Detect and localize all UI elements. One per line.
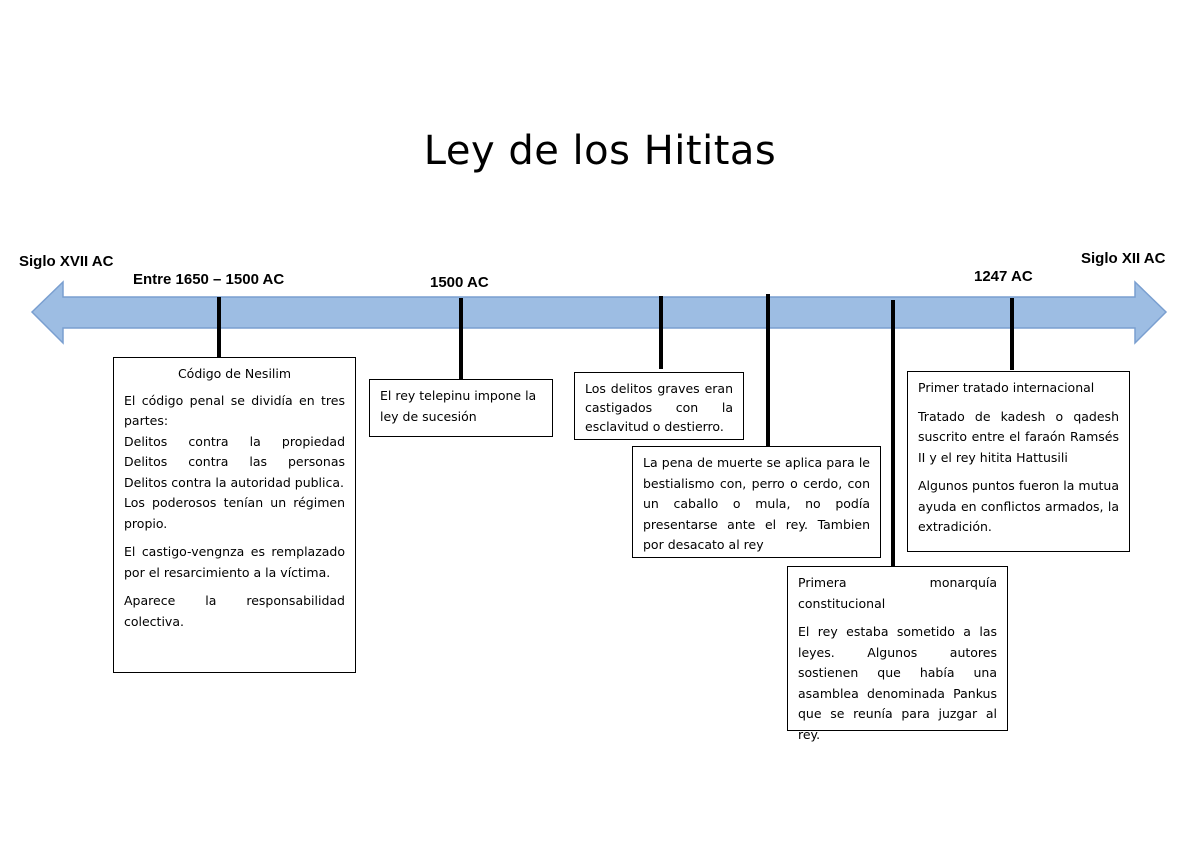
box-text: El rey estaba sometido a las leyes. Algu…: [798, 624, 997, 742]
label-entre-1650-1500: Entre 1650 – 1500 AC: [133, 271, 285, 288]
timeline-tick-delitos: [659, 296, 663, 369]
box-text: El rey telepinu impone la ley de sucesió…: [380, 388, 537, 424]
event-box-monarquia: Primera monarquía constitucional El rey …: [787, 566, 1008, 742]
timeline-tick-monarquia: [891, 300, 895, 566]
event-box-delitos-graves: Los delitos graves eran castigados con l…: [574, 372, 744, 440]
box-paragraph: Algunos puntos fueron la mutua ayuda en …: [918, 478, 1119, 534]
label-siglo-xvii: Siglo XVII AC: [19, 253, 114, 270]
timeline-tick-tratado: [1010, 298, 1014, 370]
event-box-codigo-nesilim: Código de Nesilim El código penal se div…: [113, 357, 356, 673]
box-paragraph: Tratado de kadesh o qadesh suscrito entr…: [918, 408, 1119, 465]
box-heading: Primer tratado internacional: [918, 380, 1095, 395]
list-item: Delitos contra las personas: [124, 454, 345, 469]
timeline-arrow-shape: [30, 280, 1168, 345]
box-heading: Código de Nesilim: [177, 366, 292, 381]
timeline-arrow: [30, 280, 1168, 345]
event-box-telepinu: El rey telepinu impone la ley de sucesió…: [369, 379, 553, 437]
box-paragraph: Aparece la responsabilidad colectiva.: [124, 593, 345, 629]
box-paragraph: El castigo-vengnza es remplazado por el …: [124, 544, 345, 580]
box-text: La pena de muerte se aplica para le best…: [643, 455, 870, 552]
timeline-tick-muerte: [766, 294, 770, 446]
timeline-tick-telepinu: [459, 298, 463, 381]
label-1247-ac: 1247 AC: [974, 268, 1033, 285]
timeline-tick-nesilim: [217, 297, 221, 358]
label-siglo-xii: Siglo XII AC: [1081, 250, 1166, 267]
list-item: Delitos contra la autoridad publica.: [124, 474, 345, 490]
box-paragraph: El código penal se dividía en tres parte…: [124, 392, 345, 429]
box-paragraph: Los poderosos tenían un régimen propio.: [124, 495, 345, 531]
label-1500-ac: 1500 AC: [430, 274, 489, 291]
event-box-pena-muerte: La pena de muerte se aplica para le best…: [632, 446, 881, 558]
event-box-tratado: Primer tratado internacional Tratado de …: [907, 371, 1130, 552]
list-item: Delitos contra la propiedad: [124, 433, 345, 449]
page-title: Ley de los Hititas: [423, 128, 777, 174]
box-text: Los delitos graves eran castigados con l…: [585, 381, 733, 434]
box-heading: Primera monarquía constitucional: [798, 575, 997, 611]
